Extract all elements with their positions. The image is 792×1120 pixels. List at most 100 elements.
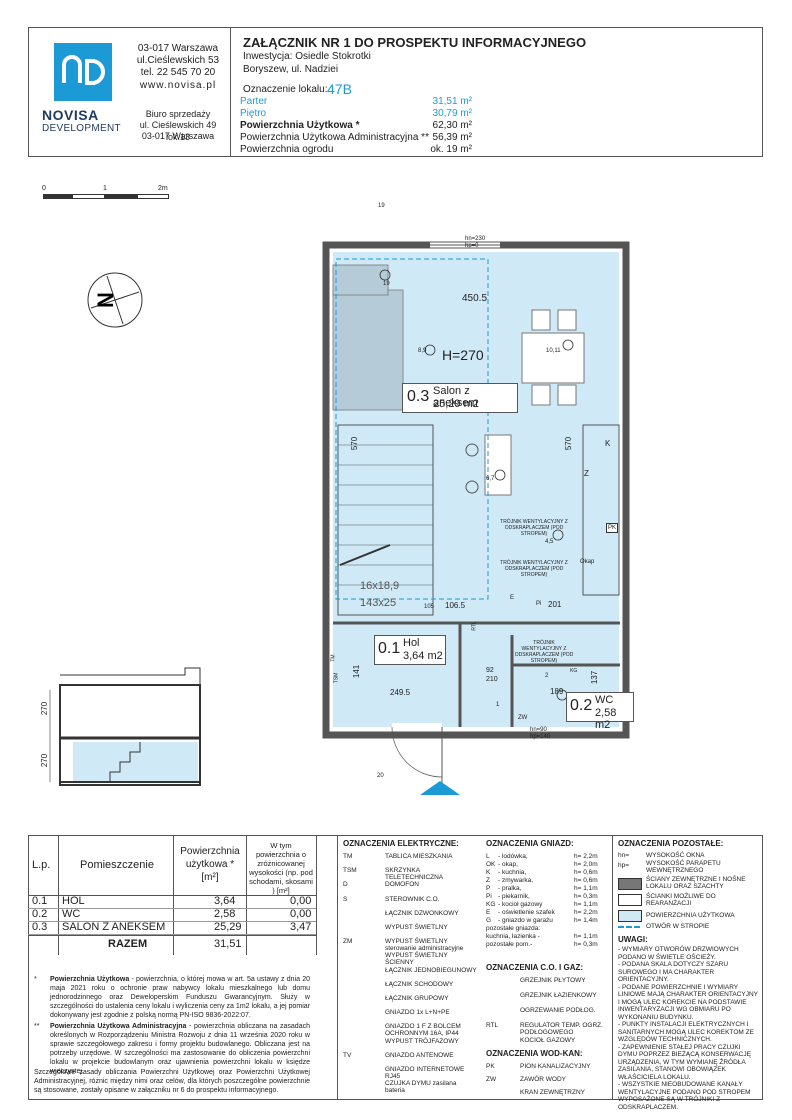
investment-location: Boryszew, ul. Nadziei xyxy=(243,64,339,75)
legend-electric-text: STEROWNIK C.O. xyxy=(385,895,440,903)
legend-socket-other3: pozostałe pom.- xyxy=(486,941,533,948)
table-cell-area: 25,29 xyxy=(214,921,242,933)
legend-electric-symbol: S xyxy=(343,895,348,903)
area-row: Parter 31,51 m² xyxy=(240,96,472,108)
legend-partition-text: ŚCIANKI MOŻLIWE DO REARANŻACJI xyxy=(646,893,716,907)
trojnik-2: TRÓJNIK WENTYLACYJNY Z ODSKRAPLACZEM (PO… xyxy=(500,560,568,578)
floor-plan: H=270 450.5 570 570 106.5 249.5 141 137 … xyxy=(300,195,660,800)
tm-label: TM xyxy=(330,654,337,662)
legend-electric-text: GNIAZDO INTERNETOWE RJ45 xyxy=(385,1066,465,1080)
bottom-frame xyxy=(28,835,763,1100)
table-cell-area: 3,64 xyxy=(214,895,236,907)
room-hol-no: 0.1 xyxy=(378,640,401,657)
dim-105: 105 xyxy=(424,604,435,610)
area-row: Powierzchnia Użytkowa Administracyjna **… xyxy=(240,132,472,144)
legend-text: KOCIOŁ GAZOWY xyxy=(520,1037,576,1044)
area-label: Parter xyxy=(240,96,268,107)
room-wc-name: WC xyxy=(595,694,614,706)
area-label: Powierzchnia ogrodu xyxy=(240,144,334,155)
th-lp: L.p. xyxy=(32,859,51,871)
note-2: ** Powierzchnia Użytkowa Administracyjna… xyxy=(34,1022,310,1076)
uwagi-item: - PUNKTY INSTALACJI ELEKTRYCZNYCH I SANI… xyxy=(618,1021,754,1043)
legend-hp-sym: hp= xyxy=(618,862,630,869)
rooms-table: L.p. Pomieszczenie Powierzchnia użytkowa… xyxy=(28,835,317,955)
table-cell-low: 0,00 xyxy=(290,908,312,920)
uwagi-item: - PODANA SKALA DOTYCZY SZARU SUROWEGO I … xyxy=(618,961,729,983)
office-line3: 03-017 Warszawa xyxy=(141,131,215,141)
area-value: 31,51 m² xyxy=(432,96,472,107)
legend-electric-text: ŁĄCZNIK SCHODOWY xyxy=(385,980,454,988)
legend-socket-d: - gniazdo w garażu xyxy=(498,917,553,924)
legend-text: REGULATOR TEMP. OGRZ. PODŁOGOWEGO xyxy=(520,1022,603,1036)
legend-socket-h: h= 2,2m xyxy=(574,909,598,916)
legend-water-title: OZNACZENIA WOD-KAN: xyxy=(486,1049,583,1058)
legend-text: GRZEJNIK ŁAZIENKOWY xyxy=(520,992,597,999)
table-cell-lp: 0.3 xyxy=(32,921,48,933)
dim-137: 137 xyxy=(590,670,600,685)
header-frame xyxy=(28,27,763,157)
label-2: 2 xyxy=(545,673,549,679)
dim-570a: 570 xyxy=(350,436,360,451)
legend-text: OGRZEWANIE PODŁOG. xyxy=(520,1007,596,1014)
legend-socket-d: - okap, xyxy=(498,861,518,868)
legend-electric-text: WYPUST ŚWIETLNY xyxy=(385,924,448,931)
room-hol-label: 0.1 Hol 3,64 m2 xyxy=(374,635,446,665)
z-label: Z xyxy=(584,469,589,478)
legend-socket-h: h= 1,1m xyxy=(574,901,598,908)
legend-symbol: RTL xyxy=(486,1022,499,1029)
legend-symbol: ZW xyxy=(486,1076,497,1083)
legend-socket-k: L xyxy=(486,853,490,860)
legend-socket-d: - kocioł gazowy xyxy=(498,901,543,908)
rtl-label: RTL xyxy=(471,621,478,631)
table-cell-low: 0,00 xyxy=(290,895,312,907)
th-low: W tym powierzchnia o zróżnicowanej wysok… xyxy=(249,841,313,895)
legend-text: KRAN ZEWNĘTRZNY xyxy=(520,1089,585,1096)
legend-electric-text: GNIAZDO 1 F Z BOLCEM OCHRONNYM 16A, IP44 xyxy=(385,1023,461,1038)
room-wc-area: 2,58 m2 xyxy=(595,707,617,731)
legend-text: GRZEJNIK PŁYTOWY xyxy=(520,977,586,984)
legend-hn-text: WYSOKOŚĆ OKNA xyxy=(646,852,705,859)
legend-socket-k: Pi xyxy=(486,893,492,900)
legend-electric-symbol: TV xyxy=(343,1051,352,1059)
legend-hn-sym: hn= xyxy=(618,852,630,859)
window-hp-bottom: hp=140 xyxy=(530,734,551,740)
room-wc-no: 0.2 xyxy=(570,697,593,714)
legend-socket-k: K xyxy=(486,869,491,876)
table-cell-area: 2,58 xyxy=(214,908,236,920)
legend-sockets-title: OZNACZENIA GNIAZD: xyxy=(486,839,574,848)
th-area: Powierzchnia użytkowa * [m²] xyxy=(180,846,240,883)
legend-text: ZAWÓR WODY xyxy=(520,1076,566,1083)
total-label: RAZEM xyxy=(108,938,148,950)
total-value: 31,51 xyxy=(214,938,242,950)
legend-socket-d: - kuchnia, xyxy=(498,869,527,876)
legend-socket-k: E xyxy=(486,909,491,916)
okap-label: Okap xyxy=(580,559,595,565)
room-hol-area: 3,64 m2 xyxy=(403,650,443,662)
legend-divider-2 xyxy=(612,835,613,1100)
legend-text: PION KANALIZACYJNY xyxy=(520,1063,591,1070)
legend-electric-text: ŁĄCZNIK GRUPOWY xyxy=(385,995,449,1002)
dim-189: 189 xyxy=(550,687,564,696)
table-cell-name: HOL xyxy=(62,895,85,907)
legend-hp-text: WYSOKOŚĆ PARAPETU WEWNĘTRZNEGO xyxy=(646,860,721,874)
legend-electric-symbol: TSM xyxy=(343,867,357,875)
legend-socket-other3h: h= 0,3m xyxy=(574,941,598,948)
label-19b: 19 xyxy=(383,281,390,287)
e-label: E xyxy=(510,595,515,601)
label-89: 8,9 xyxy=(418,348,427,354)
label-19a: 19 xyxy=(378,203,385,209)
uwagi-item: - WYMIARY OTWORÓW DRZWIOWYCH PODANO W ŚW… xyxy=(618,946,739,961)
dim-92: 92 xyxy=(486,667,494,674)
legend-electric-text: WYPUST TRÓJFAZOWY xyxy=(385,1037,459,1045)
legend-electric-title: OZNACZENIA ELEKTRYCZNE: xyxy=(343,839,459,848)
legend-heating-title: OZNACZENIA C.O. I GAZ: xyxy=(486,963,584,972)
legend-electric-text: SKRZYNKA TELETECHNICZNA xyxy=(385,867,444,882)
legend-socket-other1: pozostałe gniazda: xyxy=(486,925,541,932)
legend-socket-h: h= 1,4m xyxy=(574,917,598,924)
dim-141: 141 xyxy=(352,664,362,679)
header-divider xyxy=(230,27,231,157)
uwagi-item: - WSZYSTKIE NIEOBUDOWANE KANAŁY WENTYLAC… xyxy=(618,1081,751,1111)
